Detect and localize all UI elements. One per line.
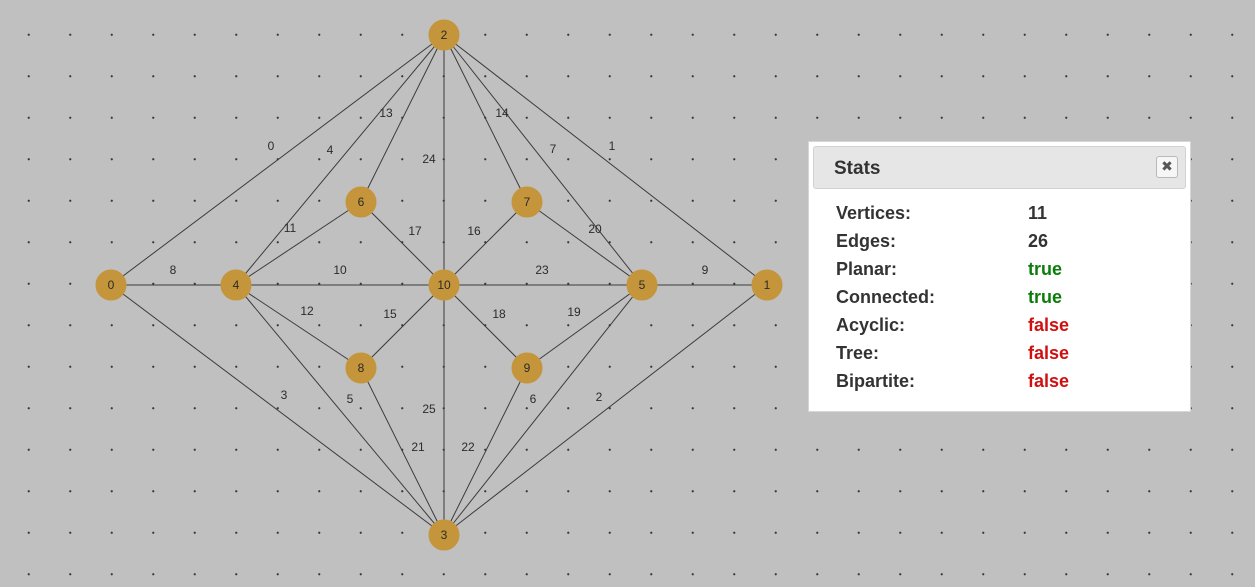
stat-row-bipartite: Bipartite: false [836,371,1166,399]
stat-label: Acyclic: [836,315,906,335]
vertex-6[interactable]: 6 [345,186,377,218]
edge-label: 12 [300,304,314,318]
vertex-circle[interactable] [626,269,658,301]
stats-header: Stats ✖ [813,146,1186,189]
stat-label: Vertices: [836,203,912,223]
stat-row-vertices: Vertices: 11 [836,203,1166,231]
stat-label: Planar: [836,259,898,279]
stat-value: false [1028,371,1070,391]
edge-label: 6 [530,392,537,406]
stat-row-planar: Planar: true [836,259,1166,287]
edge-7[interactable] [443,34,643,286]
vertex-10[interactable]: 10 [428,269,460,301]
edge-label: 17 [408,224,422,238]
stat-value: true [1028,259,1063,279]
close-button[interactable]: ✖ [1156,156,1178,178]
vertex-0[interactable]: 0 [95,269,127,301]
edge-label: 16 [467,224,481,238]
stat-row-tree: Tree: false [836,343,1166,371]
edge-label: 1 [609,139,616,153]
edge-label: 11 [284,221,297,235]
vertex-3[interactable]: 3 [428,519,460,551]
stat-value: false [1028,315,1070,335]
edge-6[interactable] [443,284,643,536]
edge-label: 10 [333,263,347,277]
vertex-5[interactable]: 5 [626,269,658,301]
edge-label: 19 [567,305,581,319]
vertex-circle[interactable] [345,186,377,218]
edge-18[interactable] [443,284,528,369]
edge-label: 23 [535,263,549,277]
edge-4[interactable] [235,34,445,286]
edge-16[interactable] [443,201,528,286]
stat-value: 26 [1028,231,1049,251]
vertex-1[interactable]: 1 [751,269,783,301]
edge-label: 21 [411,440,425,454]
stat-value: false [1028,343,1070,363]
edge-label: 4 [327,143,334,157]
edge-21[interactable] [360,367,445,536]
edge-label: 18 [492,307,506,321]
vertex-2[interactable]: 2 [428,19,460,51]
vertex-8[interactable]: 8 [345,352,377,384]
edge-1[interactable] [443,34,768,286]
vertex-circle[interactable] [428,519,460,551]
vertex-7[interactable]: 7 [511,186,543,218]
edge-label: 2 [596,390,603,404]
edge-label: 7 [550,142,557,156]
vertex-circle[interactable] [345,352,377,384]
edge-3[interactable] [110,284,445,536]
vertex-4[interactable]: 4 [220,269,252,301]
stat-label: Tree: [836,343,880,363]
vertex-circle[interactable] [428,19,460,51]
edge-20[interactable] [526,201,643,286]
edges-layer [110,34,768,536]
vertex-circle[interactable] [95,269,127,301]
edge-22[interactable] [443,367,528,536]
edge-label: 13 [379,106,393,120]
stats-rows: Vertices: 11 Edges: 26 Planar: true Conn… [836,203,1166,399]
vertex-circle[interactable] [511,186,543,218]
edge-label: 5 [347,392,354,406]
edge-label: 20 [588,222,602,236]
edge-2[interactable] [443,284,768,536]
edge-14[interactable] [443,34,528,203]
edge-19[interactable] [526,284,643,369]
edge-17[interactable] [360,201,445,286]
stat-value: 11 [1028,203,1048,223]
vertex-9[interactable]: 9 [511,352,543,384]
stat-row-edges: Edges: 26 [836,231,1166,259]
vertex-circle[interactable] [511,352,543,384]
close-icon: ✖ [1161,159,1173,175]
stats-title: Stats [834,158,881,179]
edge-label: 0 [268,139,275,153]
stat-label: Bipartite: [836,371,916,391]
edge-label: 22 [461,440,475,454]
edge-label: 8 [170,263,177,277]
stats-panel: Stats ✖ Vertices: 11 Edges: 26 Planar: t… [808,141,1191,412]
stat-row-connected: Connected: true [836,287,1166,315]
edge-5[interactable] [235,284,445,536]
edge-label: 9 [702,263,709,277]
stat-label: Edges: [836,231,897,251]
edge-label: 3 [281,388,288,402]
vertex-circle[interactable] [751,269,783,301]
edge-11[interactable] [235,201,362,286]
edge-12[interactable] [235,284,362,369]
vertex-circle[interactable] [428,269,460,301]
edge-label: 15 [383,307,397,321]
edge-15[interactable] [360,284,445,369]
stat-label: Connected: [836,287,935,307]
edge-label: 25 [422,402,436,416]
edge-label: 14 [495,106,509,120]
stat-row-acyclic: Acyclic: false [836,315,1166,343]
edge-0[interactable] [110,34,445,286]
edge-label: 24 [422,152,436,166]
stat-value: true [1028,287,1063,307]
edge-13[interactable] [360,34,445,203]
vertex-circle[interactable] [220,269,252,301]
